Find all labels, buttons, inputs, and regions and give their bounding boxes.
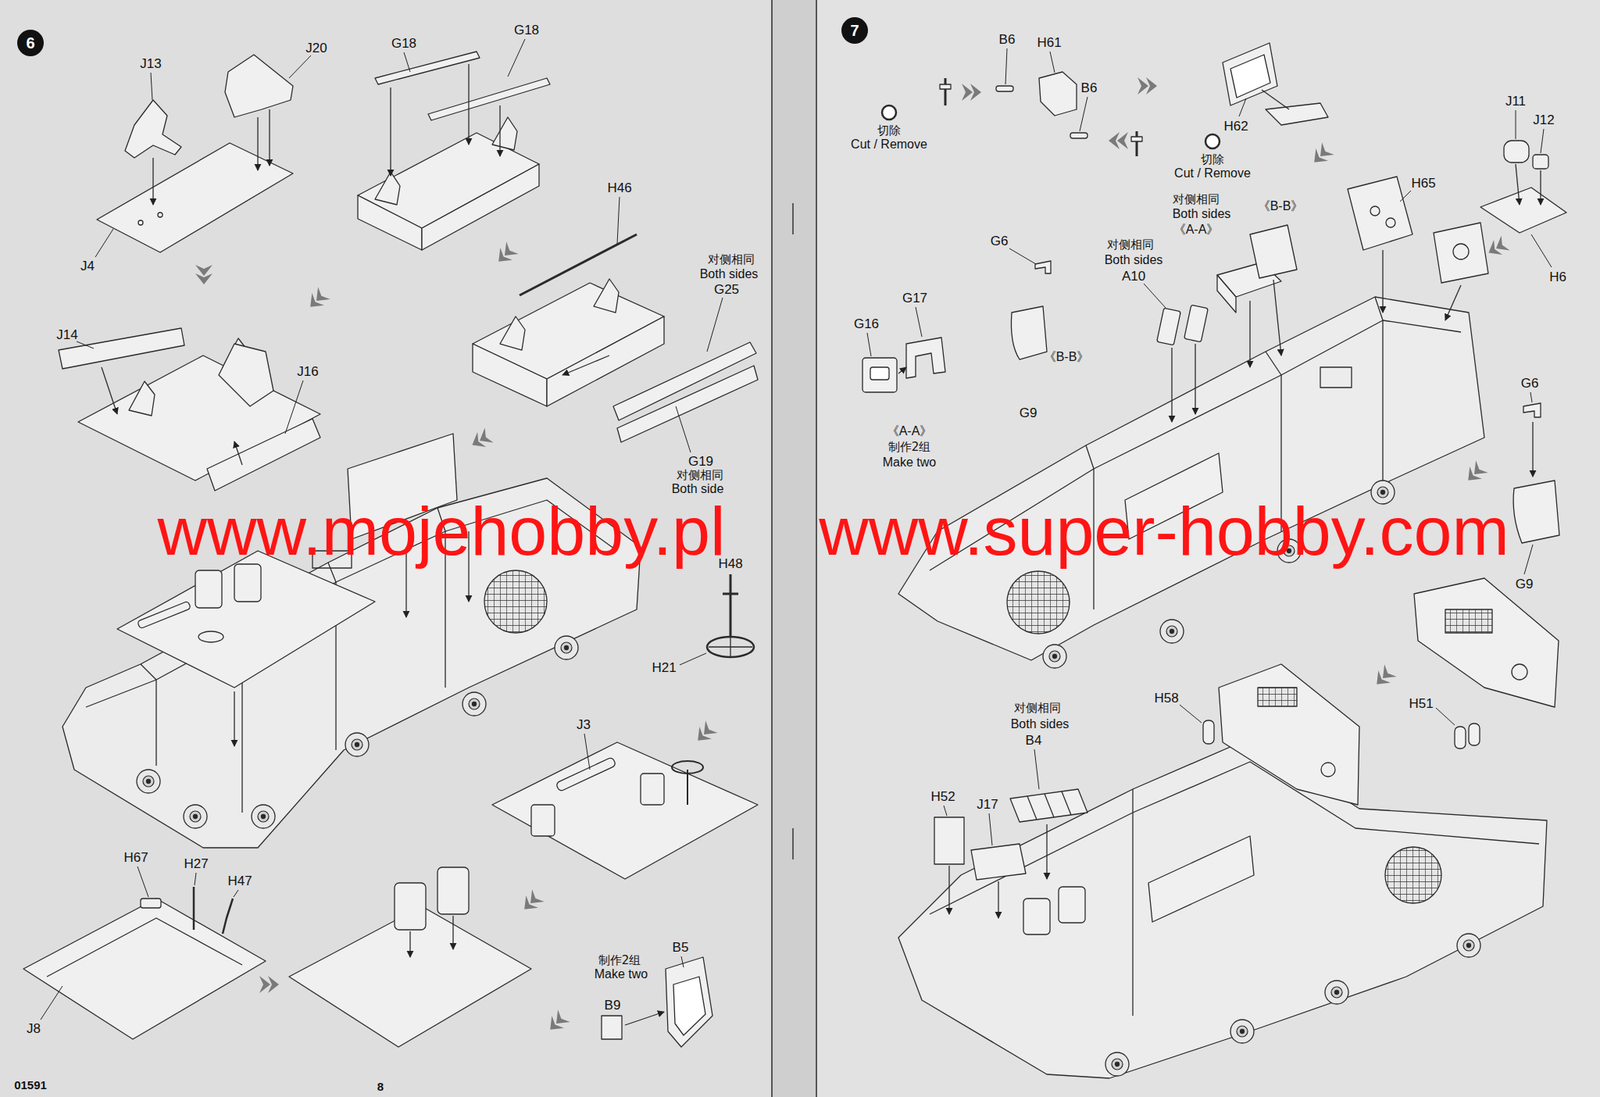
note-text: Both sides <box>1104 253 1164 267</box>
note-text-chinese: 对侧相同 <box>1172 193 1220 206</box>
part-number: G9 <box>1019 406 1038 420</box>
part-number: H62 <box>1223 119 1248 133</box>
note-text: 《A-A》 <box>886 425 933 438</box>
part-number: G25 <box>714 282 740 297</box>
part-number: B6 <box>999 32 1016 47</box>
watermark: www.super-hobby.com <box>818 496 1510 566</box>
part-number: J11 <box>1505 94 1526 108</box>
note-text: Make two <box>594 967 648 981</box>
part-number: B5 <box>672 940 690 954</box>
note-text: 《A-A》 <box>1173 223 1220 236</box>
part-number: H47 <box>227 874 252 888</box>
part-number: G9 <box>1515 577 1534 591</box>
part-number: J20 <box>305 41 327 55</box>
note-text-chinese: 制作2组 <box>888 441 932 454</box>
footer-number: 01591 <box>14 1078 47 1091</box>
note-text: 《B-B》 <box>1257 200 1304 213</box>
part-number: H6 <box>1549 270 1567 284</box>
part-number: J16 <box>296 364 318 379</box>
part-number: J4 <box>80 259 95 273</box>
note-text: 《B-B》 <box>1043 350 1090 364</box>
note-text-chinese: 制作2组 <box>598 954 642 967</box>
note-text-chinese: 切除 <box>1200 153 1225 166</box>
note-text: Cut / Remove <box>1174 167 1251 180</box>
step-6-parts <box>23 51 758 1047</box>
note-text: Both side <box>671 482 725 496</box>
step-number-text: 6 <box>25 35 35 51</box>
note-text: Both sides <box>1010 717 1070 731</box>
note-text-chinese: 对侧相同 <box>676 469 724 482</box>
note-text: Cut / Remove <box>850 138 928 151</box>
part-number: J8 <box>26 1021 41 1036</box>
note-text: Make two <box>882 456 936 469</box>
part-number: H52 <box>930 789 955 804</box>
part-number: H51 <box>1408 696 1433 711</box>
part-number: B6 <box>1081 81 1098 95</box>
part-number: J17 <box>976 797 998 811</box>
note-text-chinese: 对侧相同 <box>1107 239 1154 251</box>
part-number: G6 <box>1521 376 1540 390</box>
part-number: G16 <box>853 317 879 331</box>
note-text-chinese: 对侧相同 <box>1014 702 1061 715</box>
part-number: H46 <box>607 181 632 195</box>
part-number: H27 <box>183 857 208 871</box>
part-number: G18 <box>391 36 417 50</box>
part-number: G18 <box>514 23 540 37</box>
part-number: G19 <box>688 454 714 468</box>
part-number: B4 <box>1025 733 1043 747</box>
part-number: J13 <box>139 57 161 71</box>
part-number: J14 <box>56 328 78 342</box>
step-number: 7 <box>841 17 868 44</box>
footer-number: 8 <box>377 1080 384 1093</box>
part-number: G17 <box>902 291 928 305</box>
part-number: H65 <box>1410 176 1436 190</box>
part-number: J12 <box>1532 113 1554 127</box>
part-number: H21 <box>651 660 676 675</box>
part-number: H58 <box>1153 691 1179 705</box>
note-text: Both sides <box>700 267 759 281</box>
note-text-chinese: 切除 <box>877 125 901 137</box>
leader-line <box>40 39 1552 1020</box>
part-number: G6 <box>990 234 1009 248</box>
note-text-chinese: 对侧相同 <box>707 253 755 266</box>
part-number: A10 <box>1121 269 1146 283</box>
part-number: J3 <box>576 717 591 732</box>
part-number: H67 <box>123 850 148 865</box>
step-number-text: 7 <box>850 22 859 39</box>
watermark: www.mojehobby.pl <box>157 496 725 566</box>
part-number: B9 <box>604 998 622 1012</box>
part-number: H61 <box>1036 35 1061 50</box>
note-text: Both sides <box>1172 207 1232 221</box>
step-number: 6 <box>17 29 44 57</box>
